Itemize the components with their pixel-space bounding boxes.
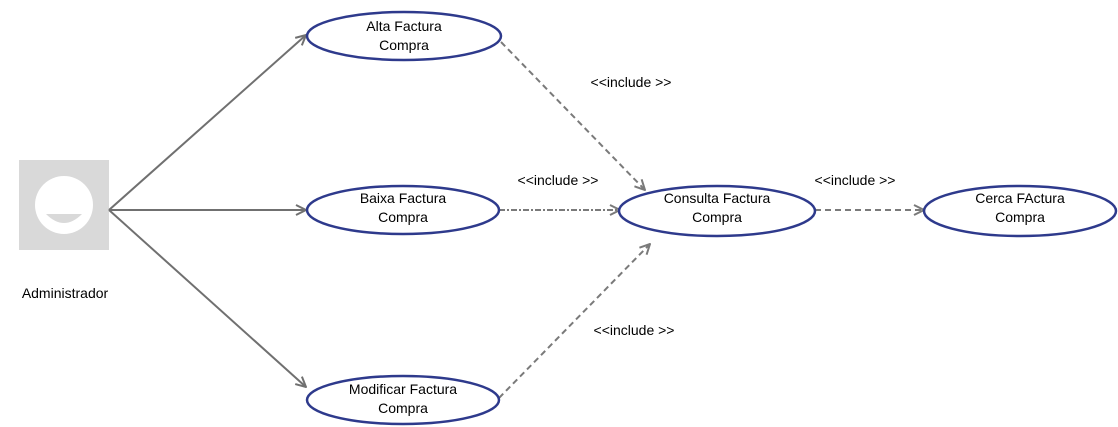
use-case-alta-factura-compra[interactable]: Alta Factura Compra bbox=[305, 10, 503, 62]
use-case-modificar-factura-compra[interactable]: Modificar Factura Compra bbox=[305, 374, 501, 426]
association-modificar bbox=[108, 209, 306, 387]
svg-text:Modificar Factura: Modificar Factura bbox=[349, 381, 457, 397]
svg-text:Compra: Compra bbox=[378, 400, 428, 416]
svg-text:Consulta Factura: Consulta Factura bbox=[664, 190, 771, 206]
svg-text:Alta Factura: Alta Factura bbox=[366, 18, 442, 34]
avatar-head bbox=[35, 176, 93, 234]
include-label-modificar: <<include >> bbox=[594, 322, 675, 338]
actor-administrador[interactable]: Administrador bbox=[19, 160, 109, 301]
include-line-modificar bbox=[498, 244, 650, 399]
actor-label: Administrador bbox=[22, 285, 109, 301]
use-case-consulta-factura-compra[interactable]: Consulta Factura Compra bbox=[617, 184, 817, 238]
svg-text:Compra: Compra bbox=[378, 209, 428, 225]
association-alta bbox=[108, 35, 306, 211]
svg-text:Compra: Compra bbox=[379, 37, 429, 53]
include-label-cerca: <<include >> bbox=[815, 172, 896, 188]
include-line-alta bbox=[500, 41, 645, 190]
svg-text:Cerca FActura: Cerca FActura bbox=[975, 190, 1065, 206]
include-label-baixa: <<include >> bbox=[518, 172, 599, 188]
include-label-alta: <<include >> bbox=[591, 74, 672, 90]
avatar-smile bbox=[46, 214, 82, 223]
svg-text:Baixa Factura: Baixa Factura bbox=[360, 190, 447, 206]
svg-text:Compra: Compra bbox=[692, 209, 742, 225]
use-case-cerca-factura-compra[interactable]: Cerca FActura Compra bbox=[922, 184, 1118, 238]
use-case-baixa-factura-compra[interactable]: Baixa Factura Compra bbox=[305, 184, 501, 236]
svg-text:Compra: Compra bbox=[995, 209, 1045, 225]
